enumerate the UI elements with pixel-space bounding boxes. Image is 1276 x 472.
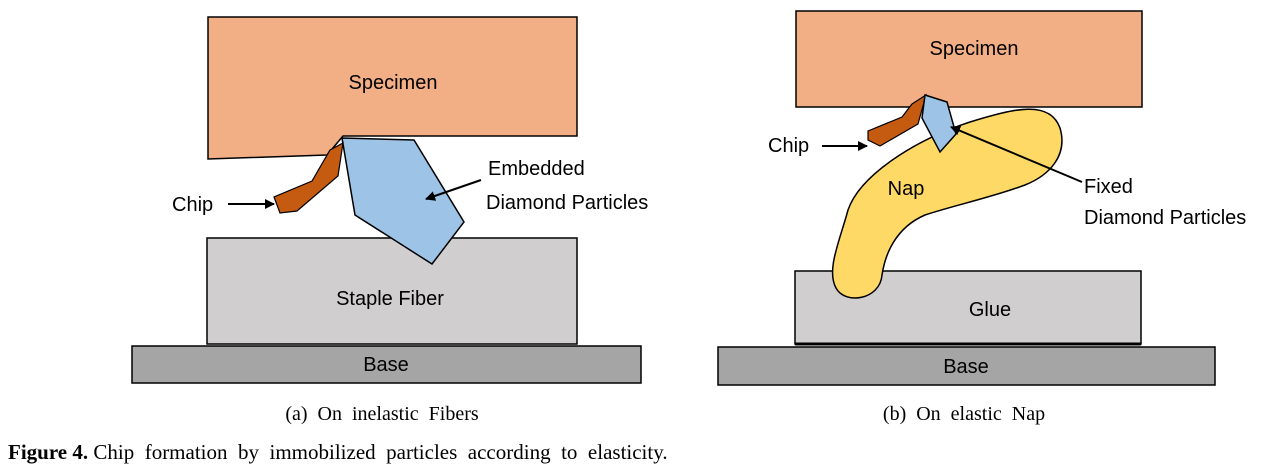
specimen-block-a (207, 16, 578, 160)
staple-fiber-block (206, 237, 578, 345)
base-block-b (717, 346, 1216, 386)
nap-shape (831, 108, 1063, 299)
figure-caption: Figure 4. Chip formation by immobilized … (8, 440, 668, 464)
panel-a: Base Staple Fiber Specimen Chip Embedded… (131, 16, 648, 425)
panel-b: Base Glue Nap Specimen Chip Fixed Diamon… (717, 10, 1246, 425)
chip-label-b: Chip (768, 135, 809, 157)
base-label-b: Base (943, 356, 989, 378)
particles-label-a-line1: Embedded (488, 158, 585, 180)
specimen-label-b: Specimen (930, 38, 1019, 60)
nap-label: Nap (888, 178, 925, 200)
particles-label-b-line2: Diamond Particles (1084, 207, 1246, 229)
caption-a: (a) On inelastic Fibers (285, 403, 478, 425)
particles-label-a-line2: Diamond Particles (486, 192, 648, 214)
specimen-label-a: Specimen (349, 72, 438, 94)
particles-label-b-line1: Fixed (1084, 176, 1133, 198)
diamond-particle-a (341, 137, 465, 266)
caption-b: (b) On elastic Nap (883, 403, 1045, 425)
base-label-a: Base (363, 354, 409, 376)
specimen-block-b (795, 10, 1143, 108)
particles-arrow-a (425, 179, 482, 201)
chip-a (273, 141, 344, 214)
figure-text: Chip formation by immobilized particles … (88, 440, 668, 464)
diamond-particle-b (921, 94, 957, 154)
particles-arrow-b (950, 125, 1083, 183)
figure-label: Figure 4. (8, 440, 88, 464)
glue-label: Glue (969, 299, 1011, 321)
chip-label-a: Chip (172, 194, 213, 216)
staple-fiber-label: Staple Fiber (336, 288, 444, 310)
base-block-a (131, 345, 642, 384)
